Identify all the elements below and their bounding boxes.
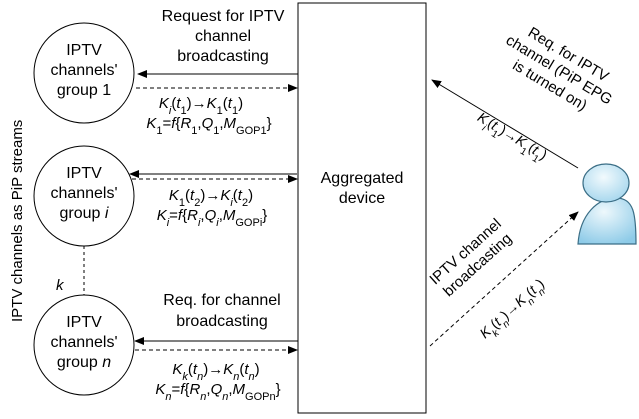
- side-label: IPTV channels as PiP streams: [9, 120, 26, 322]
- user-broadcast-arrow: [429, 211, 579, 347]
- group-i-line1: IPTV: [66, 165, 102, 182]
- user-request-label: Req. for IPTV channel (PiP EPG is turned…: [503, 24, 615, 114]
- group-n-switch-formula: Kk(tn)→Kn(tn): [172, 361, 259, 383]
- request-bottom-line1: Req. for channel: [163, 292, 280, 309]
- request-top-line1: Request for IPTV: [162, 8, 285, 25]
- group-n-line1: IPTV: [66, 314, 102, 331]
- group-1-def-formula: K1=f{R1,Q1,MGOP1}: [146, 115, 271, 137]
- user-bottom-formula: Kk(tn)→Kn(tn): [476, 275, 550, 345]
- group-1-switch-formula: Ki(t1)→K1(t1): [159, 95, 243, 117]
- group-1-line2: channels': [50, 62, 117, 79]
- group-n-line3: group n: [57, 354, 111, 371]
- request-top-line3: broadcasting: [177, 48, 269, 65]
- aggregated-device-line2: device: [339, 190, 385, 207]
- aggregated-device-line1: Aggregated: [321, 170, 404, 187]
- group-1-line1: IPTV: [66, 42, 102, 59]
- user-top-formula-group: Ki(t1)→K1(t1): [472, 109, 550, 168]
- aggregated-device-box: [297, 2, 427, 414]
- group-1-line3: group 1: [57, 82, 111, 99]
- group-i-line2: channels': [50, 185, 117, 202]
- user-bottom-formula-group: Kk(tn)→Kn(tn): [476, 275, 550, 345]
- group-n-line2: channels': [50, 334, 117, 351]
- request-top-line2: channel: [195, 28, 251, 45]
- user-top-formula: Ki(t1)→K1(t1): [472, 109, 550, 168]
- request-bottom-line2: broadcasting: [176, 313, 268, 330]
- user-request-arrow: [431, 79, 579, 169]
- group-i-switch-formula: K1(t2)→Ki(t2): [169, 187, 253, 209]
- user-icon: [577, 163, 637, 245]
- user-broadcast-label: IPTV channel broadcasting: [426, 215, 515, 300]
- k-label: k: [56, 277, 65, 294]
- user-icon-body: [577, 197, 637, 245]
- user-icon-head: [582, 163, 630, 203]
- group-i-line3: group i: [60, 205, 109, 222]
- group-1-circle: [33, 22, 135, 124]
- group-i-def-formula: Ki=f{Ri,Qi,MGOPi}: [157, 207, 268, 229]
- group-n-def-formula: Kn=f{Rn,Qn,MGOPn}: [155, 381, 280, 403]
